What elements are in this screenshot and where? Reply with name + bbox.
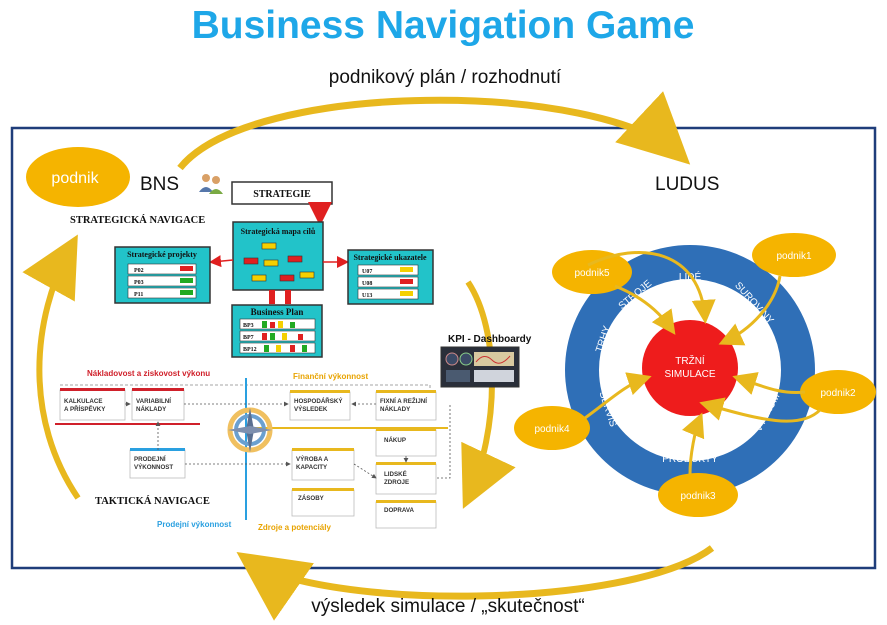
svg-text:NÁKLADY: NÁKLADY xyxy=(136,406,167,413)
zasoby-box: ZÁSOBY xyxy=(291,488,355,517)
company-arrows xyxy=(584,251,822,475)
podnik1-bubble xyxy=(752,233,836,277)
prodejni-box: PRODEJNÍ VÝKONNOST xyxy=(129,448,186,479)
project-row-2: P03 xyxy=(134,280,144,286)
podnik2-label: podnik2 xyxy=(820,388,855,399)
svg-text:ZÁSOBY: ZÁSOBY xyxy=(298,495,325,502)
page-title: Business Navigation Game xyxy=(192,4,695,47)
podnik-bubble-label: podnik xyxy=(51,170,99,187)
strategie-box xyxy=(231,181,333,205)
tactical-navigation-label: TAKTICKÁ NAVIGACE xyxy=(95,495,210,507)
podnik-bubble xyxy=(26,147,130,207)
strategic-map-box xyxy=(232,221,324,291)
kpi-label: KPI - Dashboardy xyxy=(448,334,532,345)
podnik3-bubble xyxy=(658,473,738,517)
variabilni-box: VARIABILNÍ NÁKLADY xyxy=(131,388,185,421)
svg-text:FIXNÍ A REŽIJNÍ: FIXNÍ A REŽIJNÍ xyxy=(380,397,427,405)
bns-label: BNS xyxy=(140,174,179,195)
strategic-map-label: Strategická mapa cílů xyxy=(241,227,316,236)
podnik1-label: podnik1 xyxy=(776,251,811,262)
indicator-row-3: U13 xyxy=(362,293,372,299)
podnik4-bubble xyxy=(514,406,590,450)
svg-text:VÝSLEDEK: VÝSLEDEK xyxy=(294,406,328,413)
doprava-box: DOPRAVA xyxy=(375,500,437,529)
left-loop-arrow xyxy=(22,234,81,500)
podnik5-label: podnik5 xyxy=(574,268,609,279)
svg-text:ZDROJE: ZDROJE xyxy=(384,479,409,486)
company-bubbles: podnik5 podnik1 podnik2 podnik3 podnik4 xyxy=(514,233,876,517)
strategic-navigation-label: STRATEGICKÁ NAVIGACE xyxy=(70,214,205,226)
strategic-indicators-rows: U07 U08 U13 xyxy=(357,264,419,300)
nakup-box: NÁKUP xyxy=(375,428,437,457)
podnik5-bubble xyxy=(552,250,632,294)
finance-header: Finanční výkonnost xyxy=(293,372,368,381)
strategic-projects-rows: P02 P03 P11 xyxy=(127,263,197,299)
kalkulace-box: KALKULACE A PŘÍSPĚVKY xyxy=(59,388,126,421)
lidske-box: LIDSKÉ ZDROJE xyxy=(375,462,437,495)
svg-text:A PŘÍSPĚVKY: A PŘÍSPĚVKY xyxy=(64,405,106,413)
top-flow-arrow xyxy=(177,91,691,171)
bottom-caption: výsledek simulace / „skutečnost“ xyxy=(311,596,585,617)
podnik4-label: podnik4 xyxy=(534,424,569,435)
svg-text:VÝROBA A: VÝROBA A xyxy=(296,456,329,463)
business-plan-title: Business Plan xyxy=(251,307,304,317)
svg-text:VÝKONNOST: VÝKONNOST xyxy=(134,464,173,471)
compass-icon xyxy=(227,407,273,453)
top-caption: podnikový plán / rozhodnutí xyxy=(329,67,562,88)
bp-row-1: BP3 xyxy=(243,323,254,329)
svg-text:KALKULACE: KALKULACE xyxy=(64,398,103,405)
bp-row-2: BP7 xyxy=(243,335,254,341)
svg-text:KAPACITY: KAPACITY xyxy=(296,464,328,471)
podnik2-bubble xyxy=(800,370,876,414)
dashboard-thumbnail xyxy=(440,346,520,388)
svg-text:PRODEJNÍ: PRODEJNÍ xyxy=(134,455,166,463)
business-plan-rows: BP3 BP7 BP12 xyxy=(239,318,316,354)
cost-header: Nákladovost a ziskovost výkonu xyxy=(87,369,210,378)
sales-header: Prodejní výkonnost xyxy=(157,520,232,529)
map-to-projects-arrow xyxy=(209,255,234,268)
svg-text:VARIABILNÍ: VARIABILNÍ xyxy=(136,397,171,405)
svg-text:DOPRAVA: DOPRAVA xyxy=(384,507,415,514)
svg-text:NÁKLADY: NÁKLADY xyxy=(380,406,411,413)
svg-text:LIDSKÉ: LIDSKÉ xyxy=(384,470,407,478)
project-row-1: P02 xyxy=(134,268,144,274)
svg-text:NÁKUP: NÁKUP xyxy=(384,437,406,444)
center-line-1: TRŽNÍ xyxy=(675,354,705,367)
podnik3-label: podnik3 xyxy=(680,491,715,502)
users-icon xyxy=(199,174,223,194)
strategic-projects-title: Strategické projekty xyxy=(127,250,197,259)
hospodarsky-box: HOSPODÁŘSKÝ VÝSLEDEK xyxy=(289,390,351,421)
tactical-connectors xyxy=(125,401,451,479)
project-row-3: P11 xyxy=(134,292,143,298)
indicator-row-2: U08 xyxy=(362,281,372,287)
strategie-label: STRATEGIE xyxy=(253,189,311,200)
vyroba-box: VÝROBA A KAPACITY xyxy=(291,448,355,481)
svg-text:HOSPODÁŘSKÝ: HOSPODÁŘSKÝ xyxy=(294,397,343,405)
market-simulation-core xyxy=(642,320,738,416)
strategic-indicators-title: Strategické ukazatele xyxy=(353,253,427,262)
center-line-2: SIMULACE xyxy=(664,369,715,380)
ludus-label: LUDUS xyxy=(655,174,719,195)
bp-row-3: BP12 xyxy=(243,347,257,353)
indicator-row-1: U07 xyxy=(362,269,372,275)
bottom-flow-arrow xyxy=(236,545,715,621)
fixni-box: FIXNÍ A REŽIJNÍ NÁKLADY xyxy=(375,390,437,421)
resources-header: Zdroje a potenciály xyxy=(258,523,331,532)
